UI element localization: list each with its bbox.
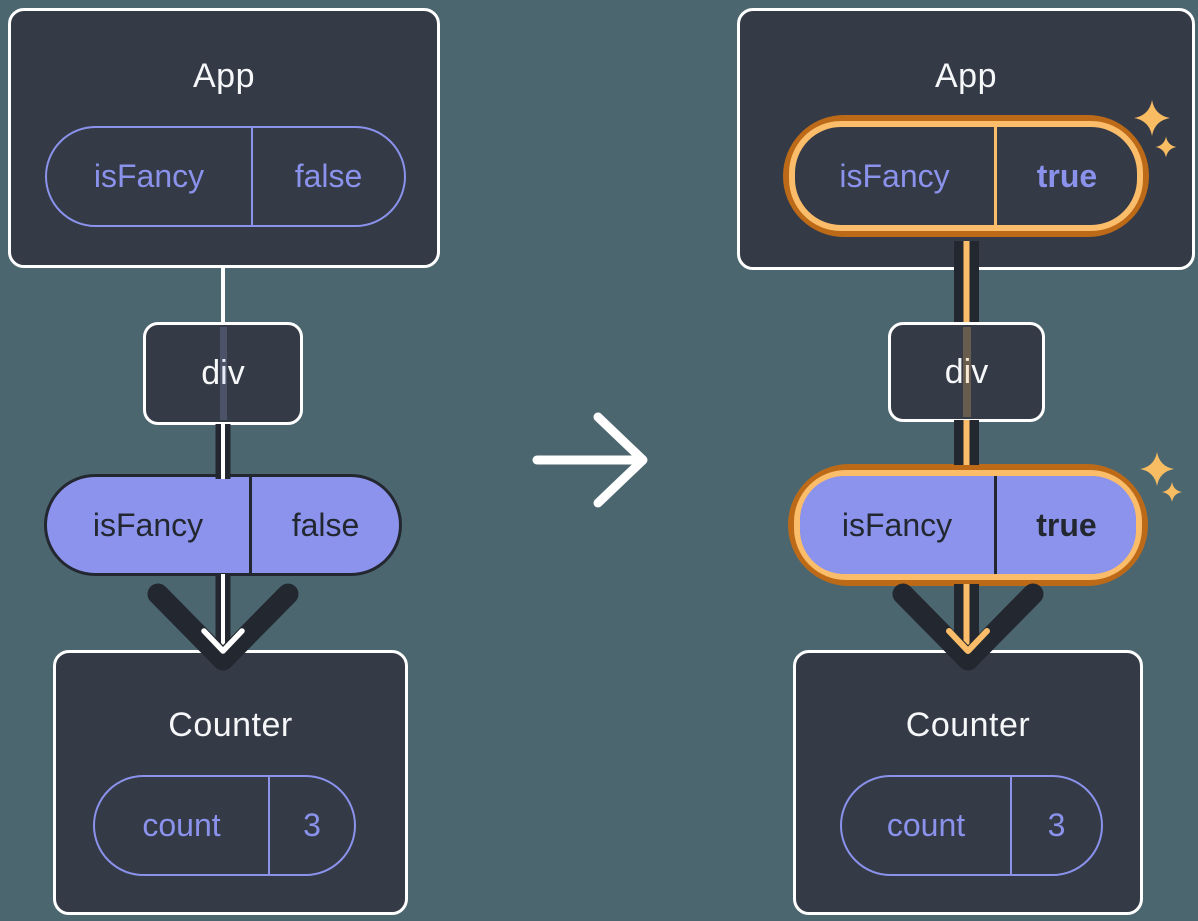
div-element-card-before: div <box>143 322 303 425</box>
state-value: 3 <box>303 807 321 843</box>
arrowhead-icon-after <box>946 628 990 654</box>
state-pill-counter-before: count 3 <box>93 775 356 876</box>
prop-value: false <box>294 158 363 194</box>
prop-name: isFancy <box>47 477 252 573</box>
prop-value: false <box>291 506 360 543</box>
sparkle-icon <box>1140 452 1182 502</box>
passed-prop-pill-after-highlight: isFancy true <box>788 464 1148 586</box>
state-name: count <box>842 777 1012 874</box>
counter-component-card-before: Counter count 3 <box>53 650 408 915</box>
prop-name: isFancy <box>47 128 253 225</box>
component-title: Counter <box>168 706 293 744</box>
component-title: App <box>935 57 997 95</box>
div-label: div <box>944 352 989 391</box>
component-title: Counter <box>905 706 1031 744</box>
state-value: 3 <box>1047 807 1066 843</box>
component-title: App <box>193 57 255 95</box>
div-element-card-after: div <box>888 322 1045 422</box>
highlight-ring-inner: isFancy true <box>789 121 1143 231</box>
state-pill-counter-after: count 3 <box>840 775 1103 876</box>
app-component-card-before: App isFancy false <box>8 8 440 268</box>
prop-pill-app-after: isFancy true <box>795 127 1137 225</box>
counter-component-card-after: Counter count 3 <box>793 650 1143 915</box>
passed-prop-pill-after: isFancy true <box>800 476 1136 574</box>
connector-band-div-to-prop-after <box>954 420 979 465</box>
prop-name: isFancy <box>800 476 997 574</box>
passed-prop-pill-before: isFancy false <box>44 474 402 576</box>
state-name: count <box>95 777 270 874</box>
connector-band-prop-to-counter-before <box>215 574 231 650</box>
prop-value: true <box>1036 157 1098 194</box>
prop-pill-app-after-highlight: isFancy true <box>783 115 1149 237</box>
arrowhead-icon-before <box>201 628 245 654</box>
connector-band-div-to-prop-before <box>215 424 231 479</box>
prop-name: isFancy <box>795 127 997 225</box>
prop-pill-app-before: isFancy false <box>45 126 406 227</box>
prop-value: true <box>1036 506 1097 543</box>
arrow-right-icon <box>532 412 648 508</box>
connector-band-prop-to-counter-after <box>954 584 979 650</box>
connector-overlay-stripe <box>962 327 971 417</box>
connector-overlay-stripe <box>219 327 227 420</box>
div-label: div <box>201 354 245 392</box>
highlight-ring-inner: isFancy true <box>794 470 1142 580</box>
